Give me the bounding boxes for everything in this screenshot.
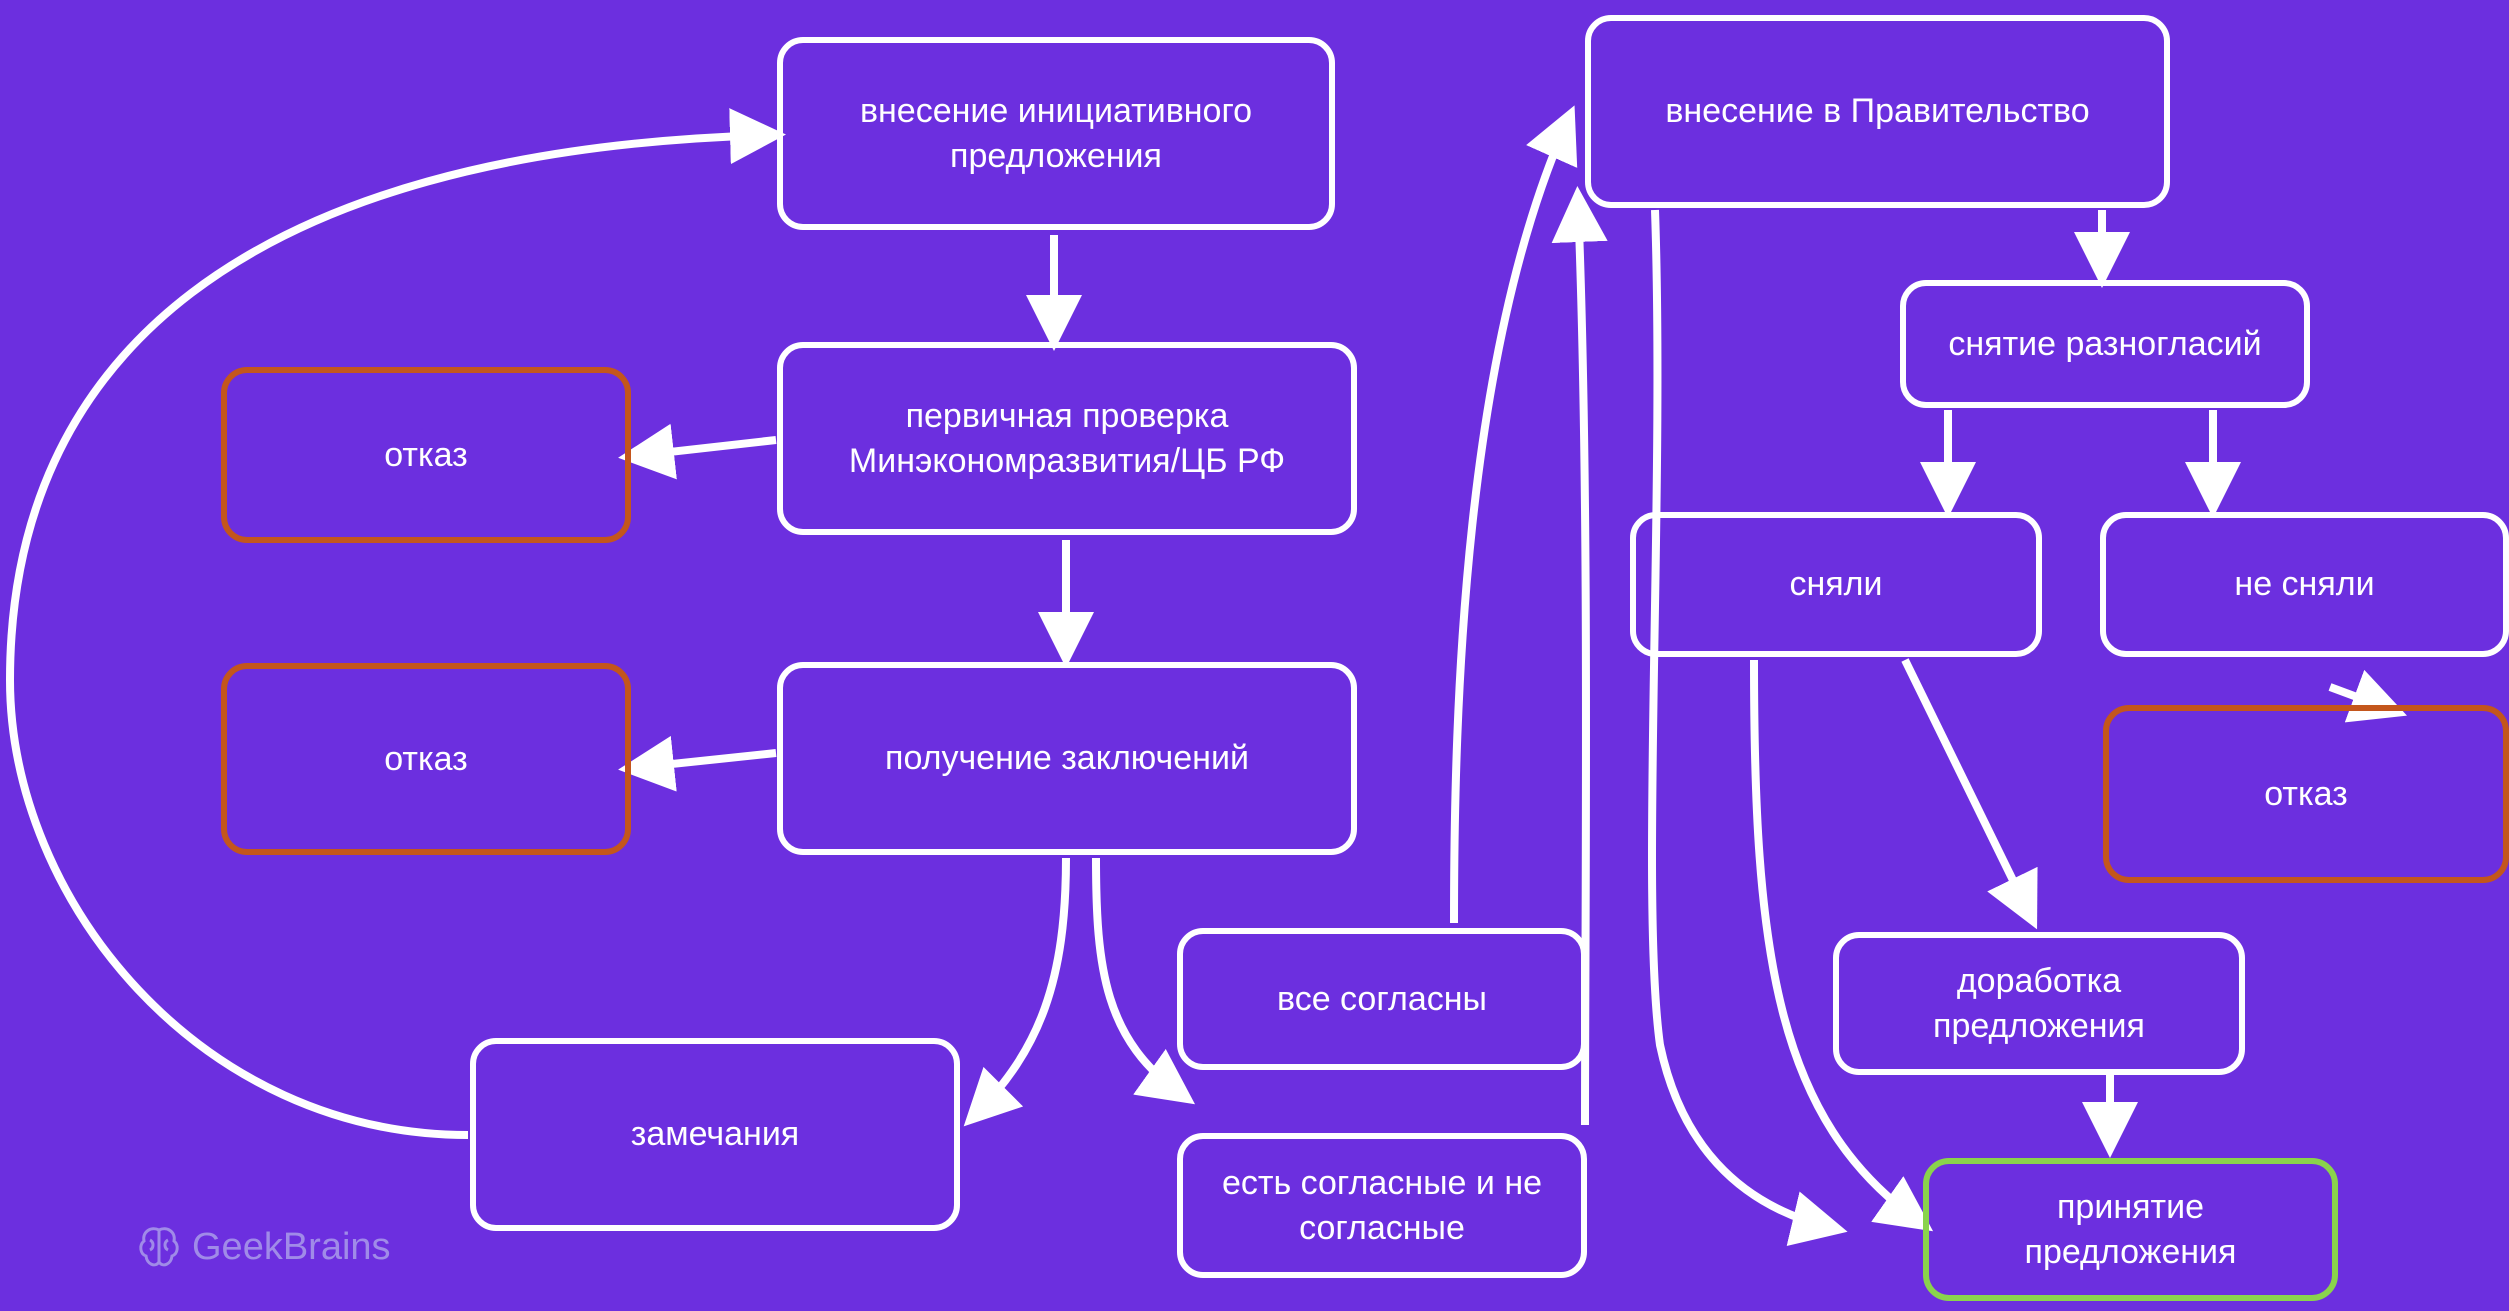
node-resolve[interactable]: снятие разногласий bbox=[1900, 280, 2310, 408]
logo-text: GeekBrains bbox=[192, 1225, 391, 1268]
node-revision[interactable]: доработка предложения bbox=[1833, 932, 2245, 1075]
node-conclusions-label: получение заключений bbox=[885, 739, 1249, 778]
node-initiative[interactable]: внесение инициативного предложения bbox=[777, 37, 1335, 230]
brain-icon bbox=[139, 1227, 179, 1267]
edge-conclusions-to-refusal-2 bbox=[618, 735, 777, 792]
node-accepted-label: принятие предложения bbox=[2024, 1188, 2237, 1271]
node-resolve-label: снятие разногласий bbox=[1948, 324, 2262, 363]
node-conclusions[interactable]: получение заключений bbox=[777, 662, 1357, 855]
node-all-agree[interactable]: все согласны bbox=[1177, 928, 1587, 1070]
node-refusal-1-label: отказ bbox=[384, 435, 468, 474]
node-refusal-3[interactable]: отказ bbox=[2103, 705, 2509, 883]
node-primary-check-label: первичная проверка Минэкономразвития/ЦБ … bbox=[848, 397, 1286, 480]
node-accepted[interactable]: принятие предложения bbox=[1923, 1158, 2338, 1301]
node-not-resolved-label: не сняли bbox=[2234, 565, 2375, 604]
node-refusal-3-label: отказ bbox=[2264, 774, 2348, 813]
geekbrains-logo: GeekBrains bbox=[136, 1224, 391, 1270]
edge-government-to-accepted bbox=[1647, 209, 1848, 1246]
edge-check-to-refusal-1 bbox=[618, 423, 777, 480]
node-not-resolved[interactable]: не сняли bbox=[2100, 512, 2509, 657]
node-refusal-2[interactable]: отказ bbox=[221, 663, 631, 855]
node-revision-label: доработка предложения bbox=[1933, 962, 2145, 1045]
node-mixed-label: есть согласные и не согласные bbox=[1221, 1164, 1543, 1247]
node-refusal-1[interactable]: отказ bbox=[221, 367, 631, 543]
node-government-label: внесение в Правительство bbox=[1665, 92, 2090, 131]
node-primary-check[interactable]: первичная проверка Минэкономразвития/ЦБ … bbox=[777, 342, 1357, 535]
edge-conclusions-to-remarks bbox=[963, 857, 1070, 1127]
node-mixed[interactable]: есть согласные и не согласные bbox=[1177, 1133, 1587, 1278]
node-resolved[interactable]: сняли bbox=[1630, 512, 2042, 657]
node-refusal-2-label: отказ bbox=[384, 739, 468, 778]
edge-remarks-to-initiative bbox=[5, 108, 786, 1139]
node-resolved-label: сняли bbox=[1789, 565, 1883, 604]
node-initiative-label: внесение инициативного предложения bbox=[859, 92, 1253, 175]
edge-resolved-to-revision bbox=[1901, 658, 2038, 930]
node-remarks[interactable]: замечания bbox=[470, 1038, 960, 1231]
edge-resolved-to-accepted bbox=[1750, 659, 1934, 1232]
node-all-agree-label: все согласны bbox=[1277, 979, 1487, 1018]
node-government[interactable]: внесение в Правительство bbox=[1585, 15, 2170, 208]
node-remarks-label: замечания bbox=[630, 1115, 800, 1154]
edge-conclusions-to-mixed bbox=[1092, 857, 1196, 1105]
edge-all-agree-to-government bbox=[1450, 105, 1578, 924]
